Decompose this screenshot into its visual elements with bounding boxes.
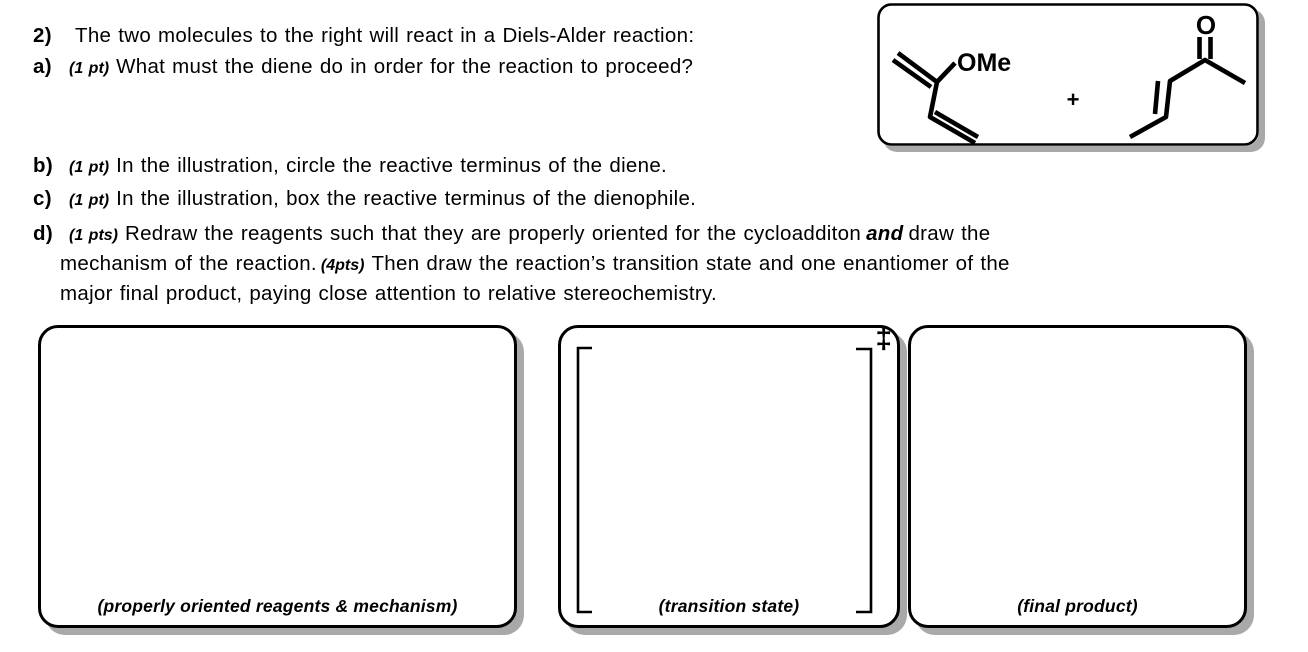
diene-double-bond-1-inner	[891, 58, 933, 89]
methoxy-label: OMe	[957, 49, 1011, 77]
part-b-text: In the illustration, circle the reactive…	[116, 154, 668, 177]
part-a-points: (1 pt)	[69, 60, 110, 77]
diene-molecule	[891, 51, 980, 145]
part-d-line2-text-end: Then draw the reaction’s transition stat…	[371, 252, 1010, 275]
mechanism-answer-box: (properly oriented reagents & mechanism)	[38, 325, 517, 628]
alkene-double-bond-inner	[1152, 80, 1161, 115]
final-product-box-label: (final product)	[1017, 596, 1138, 616]
diene-double-bond-2-inner	[933, 110, 980, 139]
part-a-text: What must the diene do in order for the …	[116, 55, 694, 78]
reagent-panel: OMe + O	[877, 3, 1259, 146]
part-d-points-4: (4pts)	[320, 257, 365, 274]
transition-state-brackets	[576, 346, 873, 614]
part-a-marker: a)	[33, 55, 52, 78]
part-d-line3-text: major final product, paying close attent…	[60, 282, 718, 305]
reagent-structures: OMe + O	[877, 3, 1259, 146]
dienophile-skeleton	[1128, 57, 1247, 140]
part-b-points: (1 pt)	[69, 159, 110, 176]
mechanism-box-label: (properly oriented reagents & mechanism)	[97, 596, 458, 616]
carbonyl-oxygen-label: O	[1196, 10, 1216, 40]
question-part-a: a) (1 pt) What must the diene do in order …	[33, 55, 693, 79]
question-part-b: b) (1 pt) In the illustration, circle the …	[33, 154, 667, 178]
part-d-line1-text-end: draw the	[908, 222, 991, 245]
transition-state-box-label: (transition state)	[658, 596, 800, 616]
dienophile-molecule	[1128, 37, 1247, 140]
right-bracket	[856, 347, 873, 614]
part-d-and-emphasis: and	[866, 222, 904, 245]
left-bracket	[576, 346, 592, 614]
double-dagger-symbol: ‡	[875, 322, 892, 355]
part-d-line2-text: mechanism of the reaction.	[60, 252, 317, 275]
part-d-points: (1 pts)	[69, 227, 118, 244]
methoxy-bond	[935, 61, 957, 84]
diene-skeleton	[896, 51, 977, 145]
plus-sign: +	[1067, 87, 1080, 112]
part-c-points: (1 pt)	[69, 192, 110, 209]
question-intro-text: The two molecules to the right will reac…	[75, 24, 695, 47]
transition-state-answer-box: ‡ (transition state)	[558, 322, 900, 628]
part-d-marker: d)	[33, 222, 53, 245]
final-product-answer-box: (final product)	[908, 325, 1247, 628]
question-number: 2)	[33, 24, 52, 47]
question-part-d-line3: major final product, paying close attent…	[60, 282, 717, 306]
part-b-marker: b)	[33, 154, 53, 177]
question-2-intro-line: 2) The two molecules to the right will re…	[33, 24, 694, 48]
question-part-d-line2: mechanism of the reaction.(4pts) Then dra…	[60, 252, 1010, 276]
part-c-text: In the illustration, box the reactive te…	[116, 187, 697, 210]
question-part-d-line1: d) (1 pts) Redraw the reagents such that t…	[33, 222, 990, 246]
question-part-c: c) (1 pt) In the illustration, box the rea…	[33, 187, 696, 211]
part-d-line1-text: Redraw the reagents such that they are p…	[125, 222, 862, 245]
part-c-marker: c)	[33, 187, 52, 210]
reagent-panel-border	[877, 3, 1259, 146]
